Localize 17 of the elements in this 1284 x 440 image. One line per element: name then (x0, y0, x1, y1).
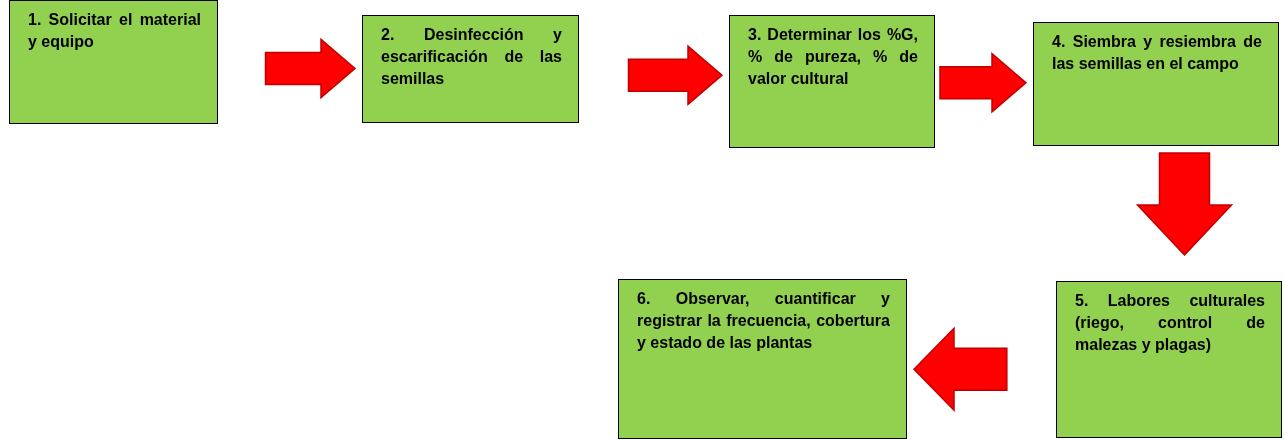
process-box (362, 15, 579, 123)
block-arrow (1135, 152, 1234, 257)
step-text: 1. Solicitar el material y equipo (28, 10, 201, 52)
process-box (1056, 281, 1282, 438)
step-text: 5. Labores culturales (riego, control de malezas y plagas) (1075, 291, 1265, 355)
process-box (618, 279, 907, 439)
process-box (729, 15, 935, 148)
block-arrow (912, 326, 1008, 413)
step-text: 4. Siembra y resiembra de las semillas en el campo (1052, 32, 1262, 74)
process-box (1033, 22, 1279, 146)
block-arrow (264, 37, 357, 100)
block-arrow (939, 52, 1028, 114)
step-text: 2. Desinfección y escarificación de las semillas (381, 25, 562, 89)
block-arrow (627, 44, 724, 106)
process-box (9, 0, 218, 124)
step-text: 3. Determinar los %G, % de pureza, % de valor cultural (748, 25, 918, 89)
step-text: 6. Observar, cuantificar y registrar la frecuencia, cobertura y estado de las plantas (637, 289, 890, 353)
